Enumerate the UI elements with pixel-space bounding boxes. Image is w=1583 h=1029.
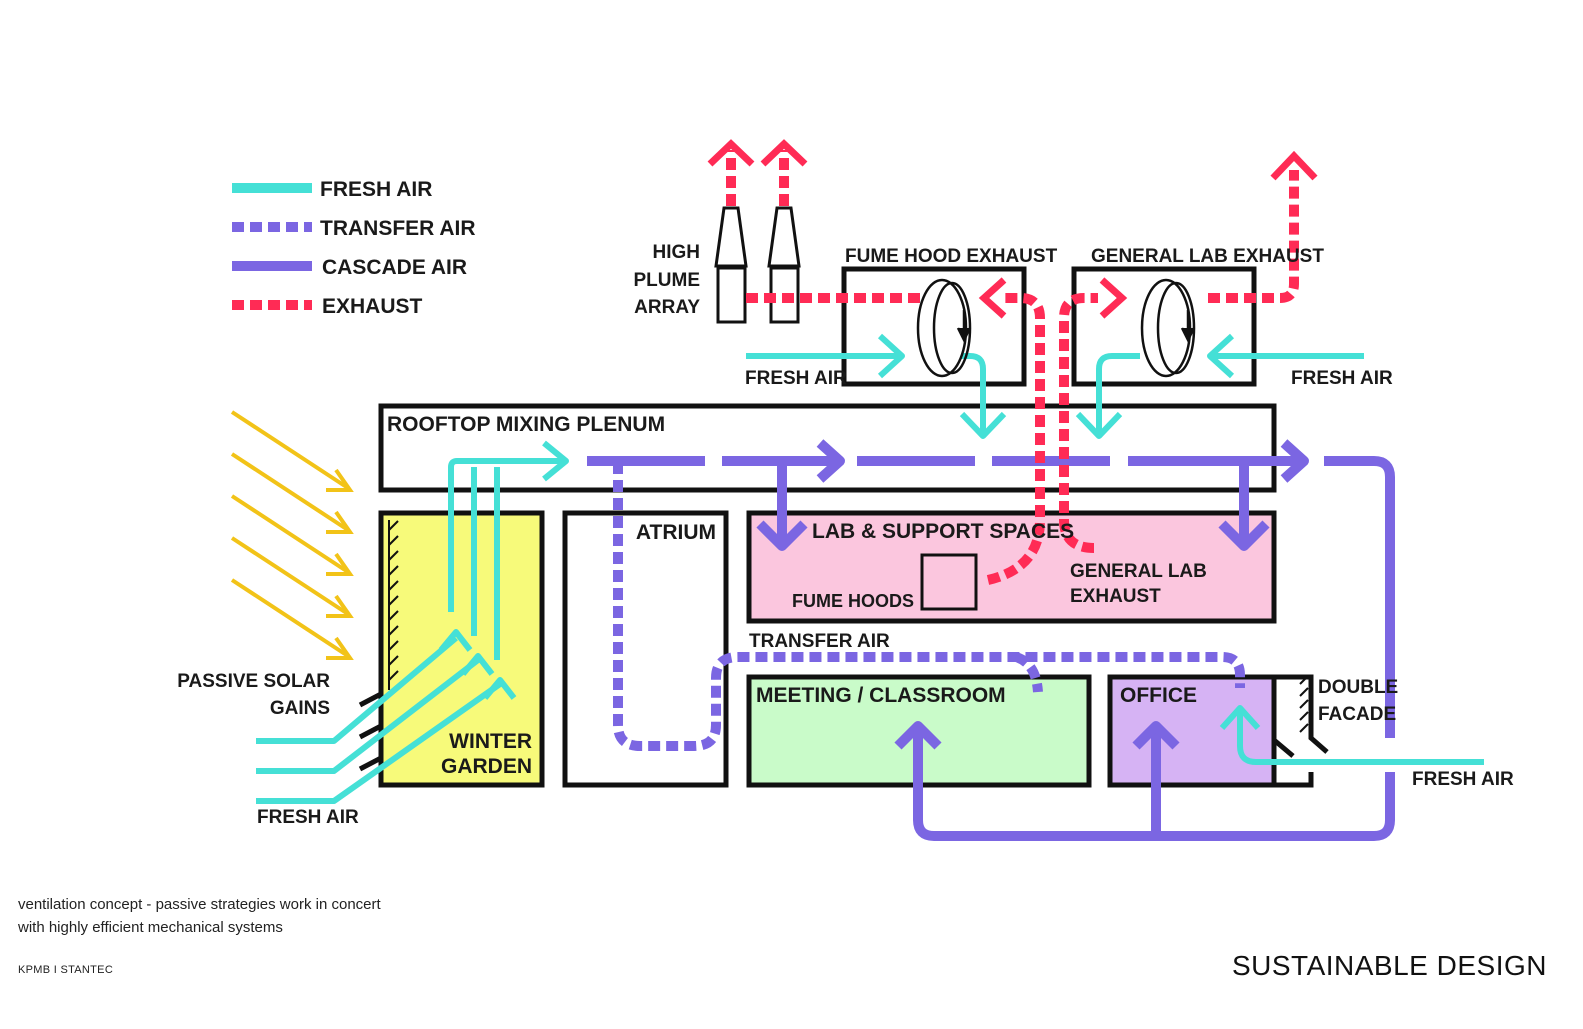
fresh-air-bottom-label: FRESH AIR <box>257 807 359 828</box>
fresh-air-office-label: FRESH AIR <box>1412 769 1514 790</box>
transfer-air-label: TRANSFER AIR <box>749 631 890 652</box>
fresh-air-flows <box>256 333 1484 804</box>
passive-solar-label-1: PASSIVE SOLAR <box>177 671 330 692</box>
caption-line-1: ventilation concept - passive strategies… <box>18 896 381 913</box>
double-facade <box>1272 674 1329 788</box>
legend-exhaust-label: EXHAUST <box>322 295 423 318</box>
winter-garden-label-1: WINTER <box>449 730 532 753</box>
fume-hood-box <box>920 553 978 611</box>
lab-support-label: LAB & SUPPORT SPACES <box>812 520 1074 543</box>
general-lab-fan-icon <box>1140 278 1196 378</box>
plume-label-2: PLUME <box>634 270 701 291</box>
credit-text: KPMB I STANTEC <box>18 964 114 976</box>
winter-garden-glazing <box>388 520 399 690</box>
caption-line-2: with highly efficient mechanical systems <box>18 919 283 936</box>
general-lab-exhaust-room-label-1: GENERAL LAB <box>1070 561 1207 582</box>
atrium-room <box>562 510 729 788</box>
exhaust-arrowheads <box>707 139 1318 319</box>
fresh-air-left-label: FRESH AIR <box>745 368 847 389</box>
winter-garden-label-2: GARDEN <box>441 755 532 778</box>
solar-gain-arrows <box>230 410 354 660</box>
general-lab-exhaust-label: GENERAL LAB EXHAUST <box>1091 246 1324 267</box>
fume-hood-exhaust-unit <box>841 266 1027 387</box>
office-room <box>1107 674 1277 788</box>
fume-hoods-label: FUME HOODS <box>792 591 914 611</box>
passive-solar-label-2: GAINS <box>270 698 330 719</box>
legend: FRESH AIR TRANSFER AIR CASCADE AIR EXHAU… <box>232 178 476 318</box>
transfer-air-flows <box>613 462 1245 751</box>
legend-transfer-label: TRANSFER AIR <box>320 217 476 240</box>
office-label: OFFICE <box>1120 684 1197 707</box>
high-plume-array <box>714 206 801 324</box>
fume-hood-exhaust-label: FUME HOOD EXHAUST <box>845 246 1058 267</box>
section-title: SUSTAINABLE DESIGN <box>1231 950 1547 981</box>
rooftop-plenum <box>378 403 1277 493</box>
plume-label-1: HIGH <box>653 242 701 263</box>
double-facade-label-1: DOUBLE <box>1318 677 1398 698</box>
legend-cascade-label: CASCADE AIR <box>322 256 467 279</box>
winter-garden-louvres <box>358 691 383 772</box>
double-facade-hatch <box>1299 675 1309 733</box>
legend-fresh-label: FRESH AIR <box>320 178 432 201</box>
double-facade-label-2: FACADE <box>1318 704 1396 725</box>
fume-hood-fan-icon <box>916 278 972 378</box>
meeting-classroom-label: MEETING / CLASSROOM <box>756 684 1006 707</box>
general-lab-exhaust-unit <box>1071 266 1257 387</box>
exhaust-flows <box>726 150 1299 585</box>
plume-label-3: ARRAY <box>634 297 700 318</box>
fresh-air-right-label: FRESH AIR <box>1291 368 1393 389</box>
diagram-caption: ventilation concept - passive strategies… <box>18 893 478 939</box>
cascade-air-flows <box>587 439 1395 841</box>
general-lab-exhaust-room-label-2: EXHAUST <box>1070 586 1161 607</box>
atrium-label: ATRIUM <box>636 521 716 544</box>
rooftop-plenum-label: ROOFTOP MIXING PLENUM <box>387 413 665 436</box>
winter-garden-room <box>378 510 545 788</box>
